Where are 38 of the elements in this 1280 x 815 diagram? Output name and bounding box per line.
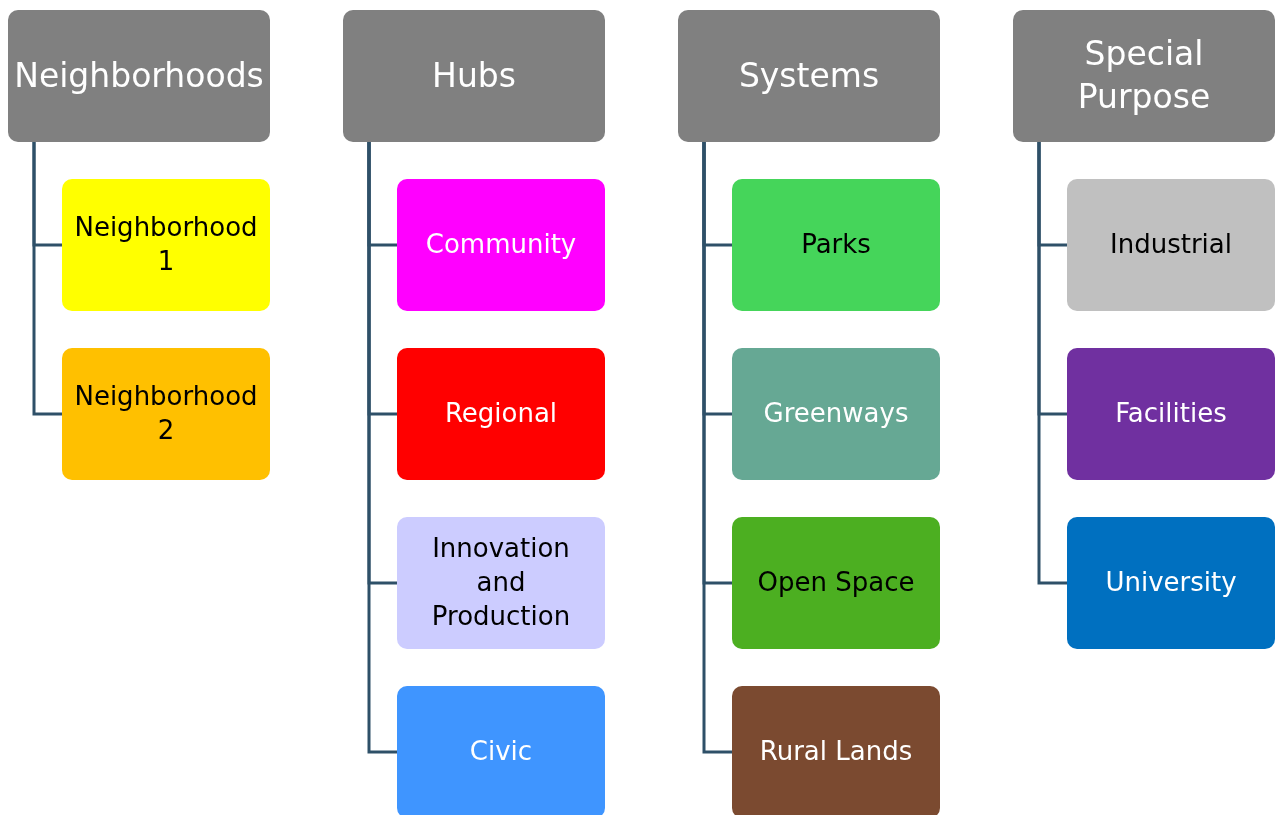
subcategory-label: Open Space xyxy=(757,566,915,600)
subcategory-box xyxy=(732,686,940,815)
category-label: Systems xyxy=(738,54,880,97)
subcategory-box xyxy=(732,348,940,480)
connector-line xyxy=(32,142,62,416)
subcategory-label: Neighborhood 1 xyxy=(73,211,259,278)
subcategory-label: Neighborhood 2 xyxy=(73,380,259,447)
subcategory-box xyxy=(62,179,270,311)
subcategory-box xyxy=(732,517,940,649)
subcategory-label: Community xyxy=(425,228,577,262)
category-box xyxy=(343,10,605,142)
subcategory-box xyxy=(62,348,270,480)
subcategory-label: Parks xyxy=(801,228,871,262)
subcategory-box xyxy=(397,179,605,311)
connector-line xyxy=(367,142,397,754)
category-label: Hubs xyxy=(432,54,516,97)
subcategory-label: Industrial xyxy=(1110,228,1232,262)
subcategory-label: Civic xyxy=(469,735,533,769)
category-box xyxy=(1013,10,1275,142)
subcategory-label: Rural Lands xyxy=(759,735,913,769)
category-label: Neighborhoods xyxy=(14,54,264,97)
subcategory-label: Greenways xyxy=(763,397,909,431)
subcategory-label: Innovation and Production xyxy=(430,532,572,633)
subcategory-box xyxy=(397,517,605,649)
subcategory-box xyxy=(732,179,940,311)
subcategory-label: Regional xyxy=(444,397,558,431)
subcategory-box xyxy=(397,686,605,815)
category-box xyxy=(8,10,270,142)
subcategory-box xyxy=(1067,517,1275,649)
category-box xyxy=(678,10,940,142)
subcategory-box xyxy=(1067,348,1275,480)
connector-line xyxy=(702,142,732,754)
subcategory-label: University xyxy=(1105,566,1237,600)
subcategory-box xyxy=(1067,179,1275,311)
subcategory-label: Facilities xyxy=(1115,397,1227,431)
category-label: Special Purpose xyxy=(1076,33,1212,118)
subcategory-box xyxy=(397,348,605,480)
connector-line xyxy=(1037,142,1067,585)
